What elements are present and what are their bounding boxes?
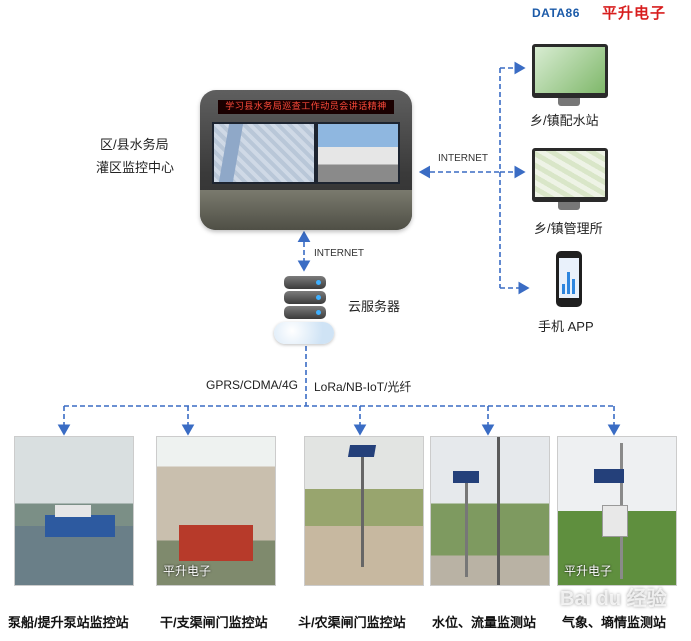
network-label-left: GPRS/CDMA/4G: [206, 378, 298, 392]
station-label-2: 干/支渠闸门监控站: [160, 612, 268, 631]
video-wall: [212, 122, 400, 184]
baidu-watermark: Bai du 经验: [560, 582, 667, 611]
control-center-photo: 学习县水务局巡查工作动员会讲话精神: [200, 90, 412, 230]
cloud-server-label: 云服务器: [348, 296, 400, 315]
cloud-server-icon: [274, 274, 334, 344]
station-watermark-5: 平升电子: [564, 562, 612, 579]
client-label-1: 乡/镇配水站: [530, 110, 599, 129]
station-label-1: 泵船/提升泵站监控站: [8, 612, 129, 631]
center-label-line2: 灌区监控中心: [96, 157, 174, 176]
map-screen: [214, 124, 314, 182]
station-watermark-2: 平升电子: [163, 562, 211, 579]
client-label-2: 乡/镇管理所: [534, 218, 603, 237]
center-label-line1: 区/县水务局: [100, 134, 169, 153]
station-photo-water-level: [430, 436, 550, 586]
smartphone-icon: [556, 251, 582, 307]
internet-label-right: INTERNET: [438, 153, 488, 164]
station-photo-pump-ship: [14, 436, 134, 586]
station-label-5: 气象、墒情监测站: [562, 612, 666, 631]
station-photo-main-gate: 平升电子: [156, 436, 276, 586]
desktop-map-icon: [532, 148, 608, 210]
station-photo-weather: 平升电子: [557, 436, 677, 586]
led-banner: 学习县水务局巡查工作动员会讲话精神: [218, 100, 394, 114]
network-label-right: LoRa/NB-IoT/光纤: [314, 378, 411, 395]
client-label-3: 手机 APP: [538, 316, 594, 335]
station-photo-lateral-gate: [304, 436, 424, 586]
console-desk: [200, 190, 412, 230]
desktop-monitor-icon: [532, 44, 608, 106]
building-screen: [318, 124, 398, 182]
station-label-3: 斗/农渠闸门监控站: [298, 612, 406, 631]
station-label-4: 水位、流量监测站: [432, 612, 536, 631]
internet-label-top: INTERNET: [314, 248, 364, 259]
